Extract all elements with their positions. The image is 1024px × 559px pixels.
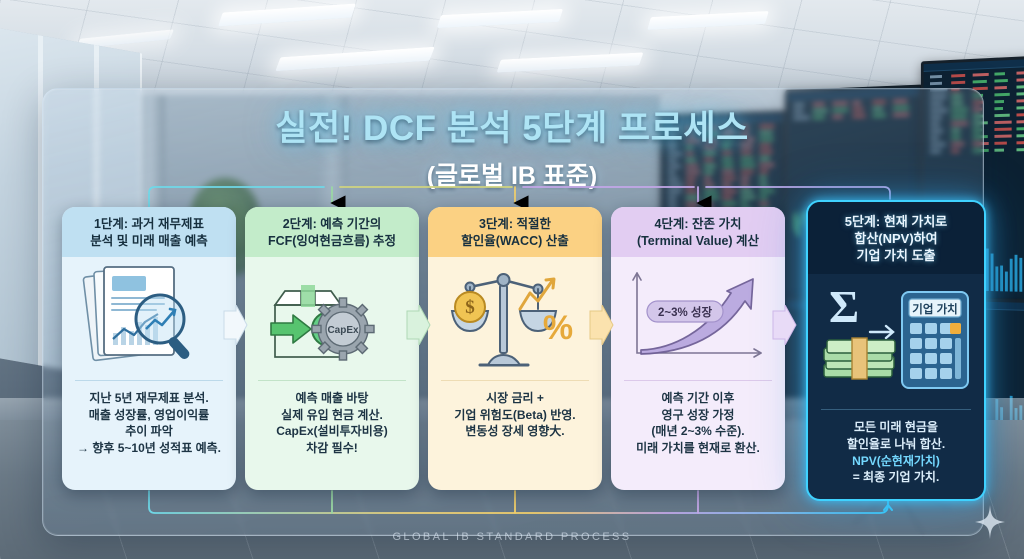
sparkle-icon (975, 505, 1005, 539)
desc-line: 미래 가치를 현재로 환산. (618, 440, 778, 457)
desc-line: 기업 위험도(Beta) 반영. (435, 407, 595, 424)
step-3-title: 3단계: 적절한할인율(WACC) 산출 (428, 207, 602, 257)
documents-magnifier-icon (62, 257, 236, 380)
chevron-right-icon-2 (405, 305, 431, 345)
step-2-title: 2단계: 예측 기간의FCF(잉여현금흐름) 추정 (245, 207, 419, 257)
step-1-desc: 지난 5년 재무제표 분석.매출 성장률, 영업이익률추이 파악→ 향후 5~1… (62, 381, 236, 490)
sigma-icon: Σ (829, 281, 859, 332)
chevron-right-icon-4 (771, 305, 797, 345)
step-card-1[interactable]: 1단계: 과거 재무제표분석 및 미래 매출 예측 (62, 207, 236, 490)
step-4-desc: 예측 기간 이후영구 성장 가정(매년 2~3% 수준).미래 가치를 현재로 … (611, 381, 785, 490)
desc-line: 실제 유입 현금 계산. (252, 407, 412, 424)
desc-line: 할인율로 나눠 합산. (815, 436, 977, 453)
calculator-display-label: 기업 가치 (912, 302, 958, 316)
desc-line: 차감 필수! (252, 440, 412, 457)
step-card-5[interactable]: 5단계: 현재 가치로합산(NPV)하여기업 가치 도출 Σ (806, 200, 986, 501)
step-card-2[interactable]: 2단계: 예측 기간의FCF(잉여현금흐름) 추정 (245, 207, 419, 490)
step-3-desc: 시장 금리 +기업 위험도(Beta) 반영.변동성 장세 영향大. (428, 381, 602, 490)
desc-line: (매년 2~3% 수준). (618, 423, 778, 440)
capex-label: CapEx (327, 325, 359, 336)
desc-line: 추이 파악 (69, 423, 229, 440)
desc-line: 매출 성장률, 영업이익률 (69, 407, 229, 424)
step-5-desc: 모든 미래 현금을할인율로 나눠 합산.NPV(순현재가치)= 최종 기업 가치… (808, 410, 984, 499)
desc-line: 변동성 장세 영향大. (435, 423, 595, 440)
step-card-4[interactable]: 4단계: 잔존 가치(Terminal Value) 계산 2~3% 성장 (611, 207, 785, 490)
growth-badge-label: 2~3% 성장 (658, 305, 713, 319)
desc-line: NPV(순현재가치) (815, 453, 977, 470)
desc-line: 지난 5년 재무제표 분석. (69, 390, 229, 407)
svg-text:$: $ (465, 297, 475, 318)
step-4-title: 4단계: 잔존 가치(Terminal Value) 계산 (611, 207, 785, 257)
sigma-cash-calculator-icon: Σ (808, 274, 984, 409)
footer-caption: GLOBAL IB STANDARD PROCESS (0, 531, 1024, 543)
desc-line: = 최종 기업 가치. (815, 469, 977, 486)
chevron-right-icon-3 (588, 305, 614, 345)
svg-text:%: % (543, 309, 573, 347)
step-5-title: 5단계: 현재 가치로합산(NPV)하여기업 가치 도출 (808, 202, 984, 274)
desc-line: 영구 성장 가정 (618, 407, 778, 424)
desc-line: → 향후 5~10년 성적표 예측. (69, 440, 229, 457)
chevron-right-icon-1 (222, 305, 248, 345)
desc-line: 시장 금리 + (435, 390, 595, 407)
growth-arrow-chart-icon: 2~3% 성장 (611, 257, 785, 380)
step-2-desc: 예측 매출 바탕실제 유입 현금 계산.CapEx(설비투자비용)차감 필수! (245, 381, 419, 490)
step-1-title: 1단계: 과거 재무제표분석 및 미래 매출 예측 (62, 207, 236, 257)
step-card-3[interactable]: 3단계: 적절한할인율(WACC) 산출 (428, 207, 602, 490)
box-arrow-minus-gear-icon: CapEx (245, 257, 419, 380)
desc-line: 예측 기간 이후 (618, 390, 778, 407)
desc-line: 예측 매출 바탕 (252, 390, 412, 407)
desc-line: CapEx(설비투자비용) (252, 423, 412, 440)
balance-scale-percent-icon: $ % (428, 257, 602, 380)
desc-line: 모든 미래 현금을 (815, 419, 977, 436)
